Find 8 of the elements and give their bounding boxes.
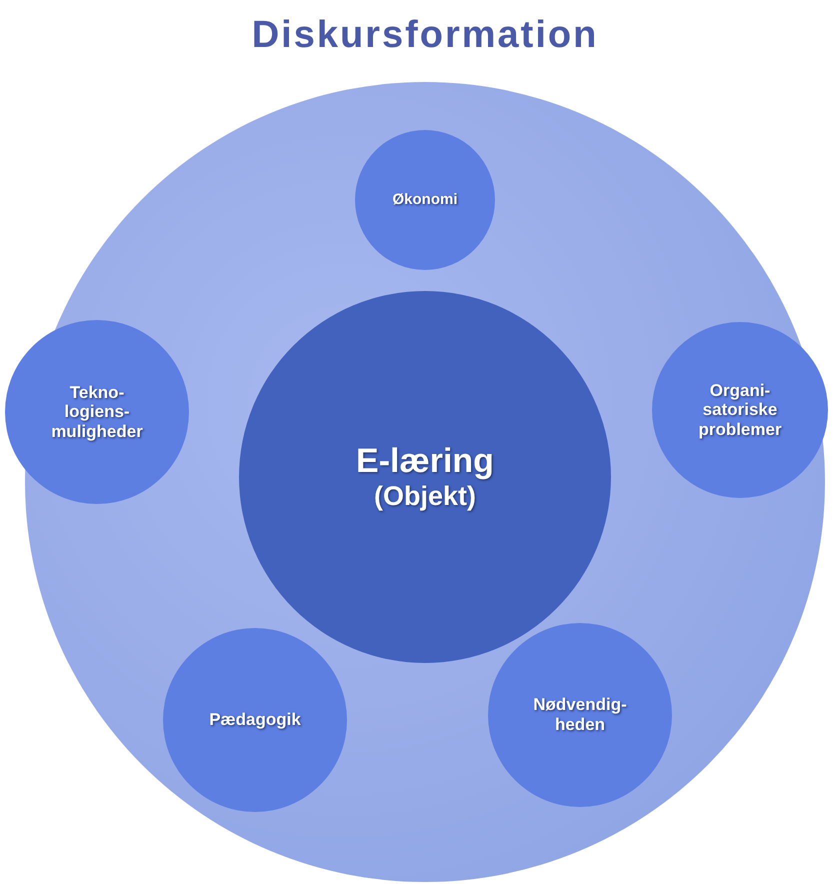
node-label: E-læring (356, 442, 494, 482)
group-label: Diskursformation (252, 14, 598, 57)
node-label: Økonomi (392, 191, 458, 209)
node-label: Nødvendig- heden (533, 695, 627, 735)
node-label: Tekno- logiens- muligheder (51, 382, 143, 442)
node-label: (Objekt) (374, 481, 476, 512)
node-label: Pædagogik (209, 710, 301, 730)
node-label: Organi- satoriske problemer (698, 380, 782, 440)
